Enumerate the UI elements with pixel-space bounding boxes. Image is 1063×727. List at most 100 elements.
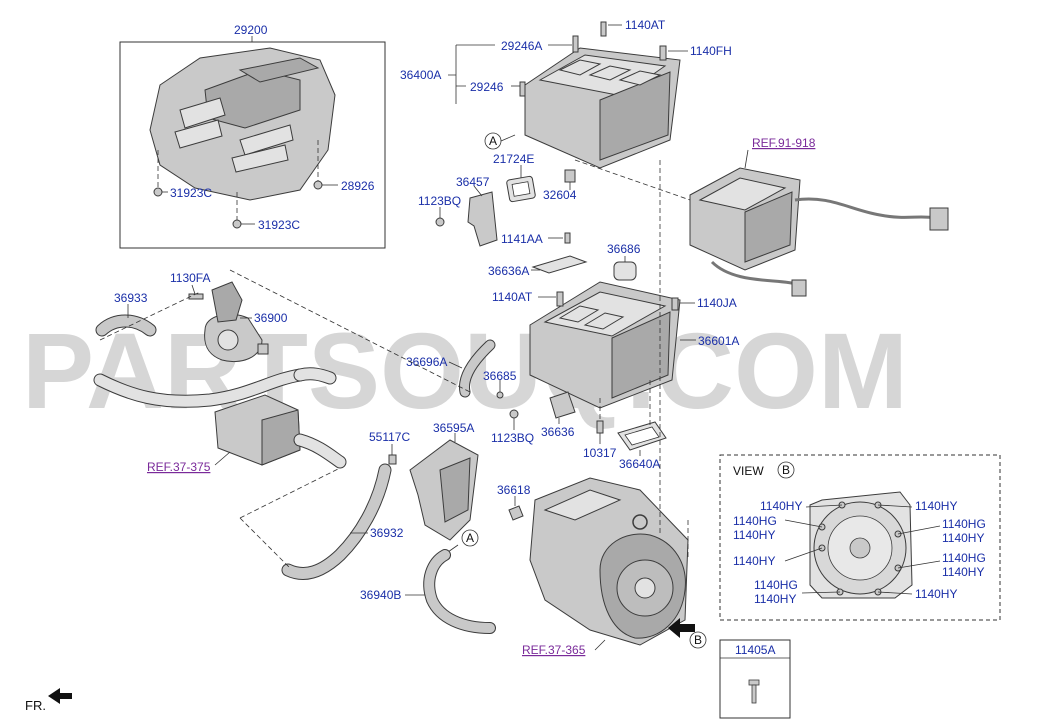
front-arrow-icon (48, 688, 72, 704)
connector-36636 (549, 391, 576, 419)
bolt-1123bq-top (435, 217, 445, 227)
bolt-box-11405a (719, 639, 791, 719)
view-label-l2[interactable]: 1140HG (733, 514, 777, 528)
svg-text:A: A (489, 134, 497, 148)
view-label-l1[interactable]: 1140HY (760, 499, 802, 513)
label-36900[interactable]: 36900 (254, 311, 288, 325)
label-36457[interactable]: 36457 (456, 175, 490, 189)
cover-bolt-bottom (232, 219, 242, 229)
cover-bolt-right (313, 180, 323, 190)
bolt-1141aa (564, 232, 571, 244)
pump-36900[interactable] (204, 281, 269, 363)
hose-assembly-ref-37-375[interactable] (93, 367, 347, 469)
plug-36685 (496, 391, 504, 399)
gasket-36686 (613, 261, 637, 281)
clip-55117c (388, 454, 397, 465)
svg-text:B: B (782, 463, 790, 477)
label-1130fa[interactable]: 1130FA (170, 271, 210, 285)
label-36595a[interactable]: 36595A (433, 421, 474, 435)
view-label-r4[interactable]: 1140HG (942, 551, 986, 565)
view-label-l6[interactable]: 1140HY (754, 592, 796, 606)
label-36601a[interactable]: 36601A (698, 334, 739, 348)
callout-a-bottom[interactable]: A (461, 529, 479, 547)
label-36686[interactable]: 36686 (607, 242, 641, 256)
view-label-l4[interactable]: 1140HY (733, 554, 775, 568)
nut-36618 (508, 505, 524, 521)
view-b-box (719, 454, 1001, 621)
callout-a-top[interactable]: A (484, 132, 502, 150)
view-label-r5[interactable]: 1140HY (942, 565, 984, 579)
view-label-l3[interactable]: 1140HY (733, 528, 775, 542)
label-36696a[interactable]: 36696A (406, 355, 447, 369)
hose-36932 (281, 463, 392, 580)
view-b-title: VIEW B (733, 461, 795, 479)
plug-32604 (564, 169, 576, 183)
label-21724e[interactable]: 21724E (493, 152, 534, 166)
svg-text:B: B (694, 633, 702, 647)
label-55117c[interactable]: 55117C (369, 430, 410, 444)
bolt-1123bq-mid (509, 409, 519, 419)
bolt-1140at-mid (556, 291, 564, 307)
obc-unit-ref-91-918[interactable] (689, 167, 949, 297)
label-1140at-top[interactable]: 1140AT (625, 18, 666, 32)
label-29246a[interactable]: 29246A (501, 39, 542, 53)
engine-cover[interactable] (149, 47, 336, 201)
label-29246[interactable]: 29246 (470, 80, 504, 94)
view-arrow-b[interactable]: B (668, 618, 707, 649)
ref-37-365[interactable]: REF.37-365 (522, 643, 586, 657)
label-11405a[interactable]: 11405A (735, 643, 775, 657)
bolt-10317 (596, 420, 604, 434)
motor-end-view (809, 491, 913, 599)
view-label-r3[interactable]: 1140HY (942, 531, 984, 545)
hose-36696a (459, 339, 496, 398)
ref-91-918[interactable]: REF.91-918 (752, 136, 816, 150)
ref-37-375[interactable]: REF.37-375 (147, 460, 211, 474)
bolt-1140fh (659, 45, 667, 61)
cover-group-box (119, 41, 386, 249)
gasket-36640a (617, 421, 667, 451)
svg-text:A: A (466, 531, 474, 545)
label-32604[interactable]: 32604 (543, 188, 577, 202)
label-1123bq-mid[interactable]: 1123BQ (491, 431, 534, 445)
label-36940b[interactable]: 36940B (360, 588, 401, 602)
label-36636[interactable]: 36636 (541, 425, 575, 439)
pdu-36601a[interactable] (529, 281, 681, 409)
label-1141aa[interactable]: 1141AA (501, 232, 543, 246)
label-36932[interactable]: 36932 (370, 526, 404, 540)
label-31923c-b[interactable]: 31923C (258, 218, 300, 232)
bolt-1140at-top (600, 21, 607, 37)
view-label-r2[interactable]: 1140HG (942, 517, 986, 531)
label-28926[interactable]: 28926 (341, 179, 375, 193)
label-36640a[interactable]: 36640A (619, 457, 660, 471)
label-1140fh[interactable]: 1140FH (690, 44, 732, 58)
front-indicator: FR. (25, 688, 72, 713)
label-36400a[interactable]: 36400A (400, 68, 441, 82)
label-36685[interactable]: 36685 (483, 369, 517, 383)
svg-text:FR.: FR. (25, 698, 46, 713)
motor-reducer-ref-37-365[interactable] (529, 477, 689, 646)
label-10317[interactable]: 10317 (583, 446, 617, 460)
svg-text:VIEW: VIEW (733, 464, 764, 478)
bolt-1140ja (671, 297, 679, 311)
label-36933[interactable]: 36933 (114, 291, 148, 305)
bracket-36457 (467, 191, 498, 247)
label-36636a[interactable]: 36636A (488, 264, 529, 278)
view-label-l5[interactable]: 1140HG (754, 578, 798, 592)
label-1123bq-top[interactable]: 1123BQ (418, 194, 461, 208)
label-36618[interactable]: 36618 (497, 483, 531, 497)
label-1140at-mid[interactable]: 1140AT (492, 290, 533, 304)
stud-29246a (572, 35, 579, 53)
inverter-housing[interactable] (524, 47, 681, 169)
gasket-21724e (506, 175, 536, 203)
bolt-11405a (748, 679, 760, 704)
view-label-r6[interactable]: 1140HY (915, 587, 957, 601)
hose-36940b (423, 549, 496, 634)
hose-36933 (95, 314, 157, 337)
view-label-r1[interactable]: 1140HY (915, 499, 957, 513)
label-31923c-a[interactable]: 31923C (170, 186, 212, 200)
stud-29246 (519, 81, 526, 97)
label-1140ja[interactable]: 1140JA (697, 296, 737, 310)
label-29200[interactable]: 29200 (234, 23, 268, 37)
bracket-36595a (409, 439, 479, 541)
